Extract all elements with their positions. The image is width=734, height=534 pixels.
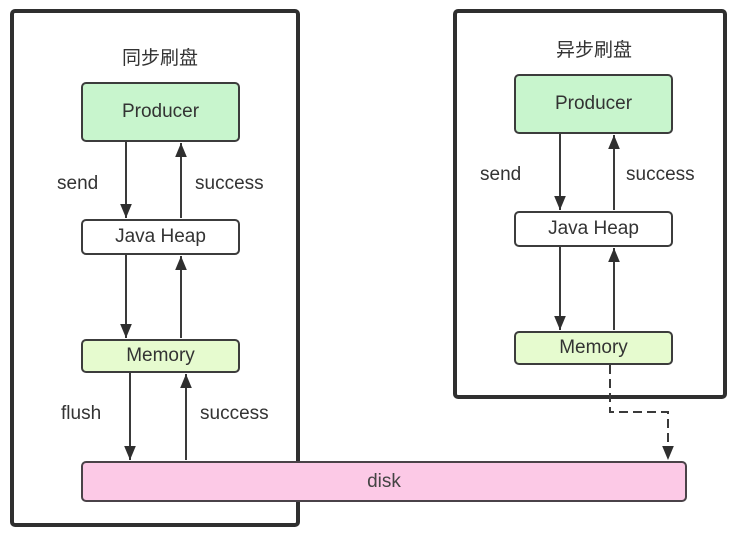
sync-flush-label: flush <box>61 403 102 424</box>
async-java-heap-node: Java Heap <box>514 211 673 247</box>
async-flush-dashed-arrow <box>609 365 674 460</box>
disk-node: disk <box>81 461 687 502</box>
async-success-label: success <box>626 164 695 185</box>
sync-flush-title: 同步刷盘 <box>121 47 198 69</box>
sync-java-heap-node: Java Heap <box>81 219 240 255</box>
sync-send-label: send <box>57 173 99 194</box>
async-producer-node: Producer <box>514 74 673 134</box>
async-flush-title: 异步刷盘 <box>555 39 632 61</box>
async-send-label: send <box>480 164 522 185</box>
sync-success-bottom-label: success <box>200 403 269 424</box>
sync-memory-node: Memory <box>81 339 240 373</box>
async-memory-node: Memory <box>514 331 673 365</box>
sync-success-top-label: success <box>195 173 264 194</box>
sync-producer-node: Producer <box>81 82 240 142</box>
